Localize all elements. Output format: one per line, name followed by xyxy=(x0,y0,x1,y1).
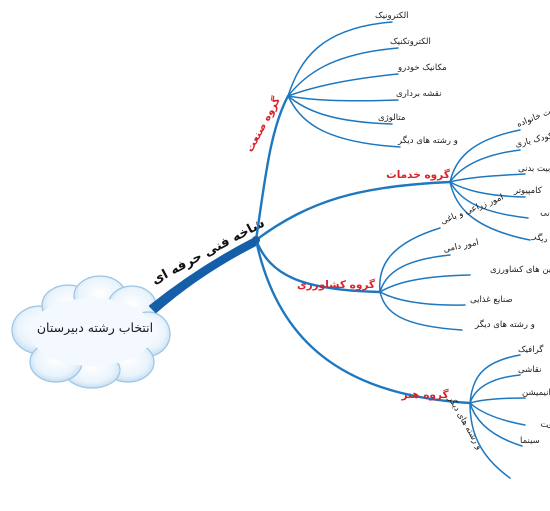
branch-industry xyxy=(254,94,290,242)
agriculture-item-5: و رشته های دیگر xyxy=(474,319,535,330)
branch-art xyxy=(254,238,472,405)
industry-item-2: الکتروتکنیک xyxy=(390,37,431,47)
services-item-1: مدیریت خانواده xyxy=(515,100,550,130)
group-label-agriculture: گروه کشاورزی xyxy=(297,278,376,291)
root-cloud: انتخاب رشته دبیرستان xyxy=(11,275,171,389)
main-branch-label: شاخه فنی حرفه ای xyxy=(149,216,267,288)
art-item-3: انیمیشن xyxy=(522,388,550,398)
services-item-2: کودک یاری xyxy=(514,131,550,150)
industry-item-1: الکترونیک xyxy=(375,11,409,21)
group-label-art: گروه هنر xyxy=(400,388,449,401)
industry-item-3: مکانیک خودرو xyxy=(397,63,447,73)
industry-item-4: نقشه برداری xyxy=(396,89,441,99)
root-label: انتخاب رشته دبیرستان xyxy=(37,320,153,336)
agriculture-item-2: امور دامی xyxy=(443,238,480,255)
art-item-5: سینما xyxy=(520,436,540,446)
art-leaves xyxy=(469,354,526,479)
agriculture-leaves xyxy=(378,227,471,331)
services-item-6: و رشته های دیگر xyxy=(530,230,550,259)
hub-node xyxy=(252,236,260,244)
agriculture-item-1: امور زراعی و باغی xyxy=(439,192,505,226)
services-leaves xyxy=(449,129,531,241)
art-item-2: نقاشی xyxy=(518,365,541,375)
services-item-3: تربیت بدنی xyxy=(518,164,550,174)
industry-item-6: و رشته های دیگر xyxy=(397,135,458,146)
group-label-services: گروه خدمات xyxy=(386,168,451,181)
agriculture-item-3: ماشین های کشاورزی xyxy=(490,265,550,275)
art-item-4: طراحی و دوخت xyxy=(539,419,550,441)
branch-services xyxy=(254,180,452,242)
industry-leaves xyxy=(287,21,401,148)
industry-item-5: متالوژی xyxy=(378,113,405,123)
services-item-4: کامپیوتر xyxy=(513,186,543,196)
agriculture-item-4: صنایع غذایی xyxy=(470,295,513,305)
art-item-1: گرافیک xyxy=(518,344,544,355)
branch-agriculture xyxy=(254,238,382,294)
services-item-5: حسابداری بازرگانی xyxy=(539,206,550,233)
